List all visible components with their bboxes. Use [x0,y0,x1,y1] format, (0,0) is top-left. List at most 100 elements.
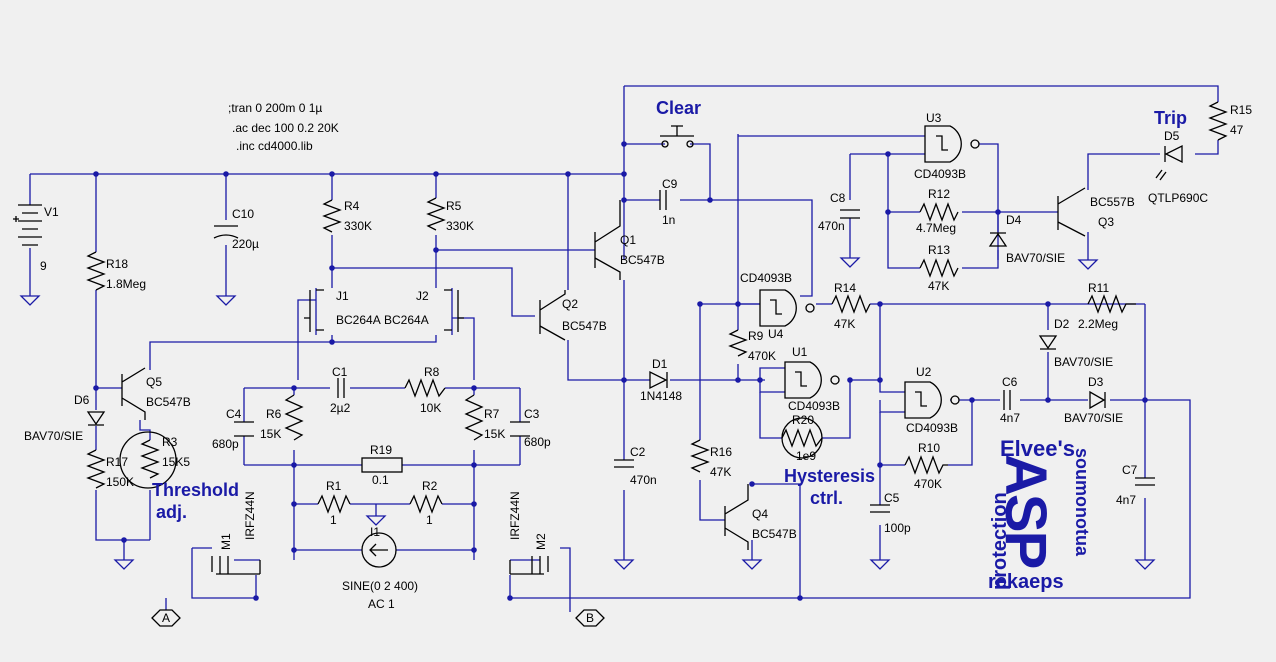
ref-r3: R3 [162,435,178,449]
val-d6: BAV70/SIE [24,429,83,443]
val-q1: BC547B [620,253,665,267]
ref-d1: D1 [652,357,668,371]
val-r11: 2.2Meg [1078,317,1118,331]
ref-c9: C9 [662,177,678,191]
val-c10: 220µ [232,237,259,251]
logo-left: protection [989,492,1011,590]
val-c3: 680p [524,435,551,449]
val-d2: BAV70/SIE [1054,355,1113,369]
val-c1: 2µ2 [330,401,351,415]
val-r18: 1.8Meg [106,277,146,291]
ref-m1: M1 [219,533,233,550]
val-r4: 330K [344,219,372,233]
directive-inc: .inc cd4000.lib [236,139,313,153]
val-r15: 47 [1230,123,1244,137]
ref-c10: C10 [232,207,254,221]
val-r20: 1e9 [796,449,816,463]
val-r9: 470K [748,349,776,363]
logo-asp-a: ASP [993,454,1058,568]
ref-j1: J1 [336,289,349,303]
logo: Elvee's ASP protection rekaeps soumonotu… [988,436,1092,593]
logo-bottom: rekaeps [988,571,1064,593]
ref-u2: U2 [916,365,932,379]
val-r17: 150K [106,475,134,489]
val-q4: BC547B [752,527,797,541]
val-r8: 10K [420,401,441,415]
ref-q2: Q2 [562,297,578,311]
val-r3: 15K5 [162,455,190,469]
ref-c2: C2 [630,445,646,459]
ref-r15: R15 [1230,103,1252,117]
ref-v1: V1 [44,205,59,219]
junctions [93,141,1148,601]
ref-r13: R13 [928,243,950,257]
ref-r12: R12 [928,187,950,201]
val-r2: 1 [426,513,433,527]
val-q3: BC557B [1090,195,1135,209]
val-r1: 1 [330,513,337,527]
val-d3: BAV70/SIE [1064,411,1123,425]
ref-j2: J2 [416,289,429,303]
val-m1: IRFZ44N [243,491,257,540]
val-c8: 470n [818,219,845,233]
ref-r9: R9 [748,329,764,343]
ref-d6: D6 [74,393,90,407]
ref-r11: R11 [1088,281,1109,295]
val-u2: CD4093B [906,421,958,435]
ref-c7: C7 [1122,463,1138,477]
val-q2: BC547B [562,319,607,333]
val-j2: BC264A [384,313,429,327]
logo-top: Elvee's [1000,436,1075,461]
ref-d3: D3 [1088,375,1104,389]
ref-c5: C5 [884,491,900,505]
val-c4: 680p [212,437,239,451]
directives: ;tran 0 200m 0 1µ .ac dec 100 0.2 20K .i… [228,101,339,153]
val-d4: BAV70/SIE [1006,251,1065,265]
val-q5: BC547B [146,395,191,409]
ref-r14: R14 [834,281,856,295]
threshold-adj-label: adj. [156,502,187,522]
val-v1: 9 [40,259,47,273]
ref-q1: Q1 [620,233,636,247]
val-c7: 4n7 [1116,493,1136,507]
flag-b: B [586,611,594,625]
ref-r2: R2 [422,479,438,493]
val-c9: 1n [662,213,675,227]
ref-d2: D2 [1054,317,1070,331]
val-i1: SINE(0 2 400) [342,579,418,593]
ref-r4: R4 [344,199,360,213]
ref-m2: M2 [534,533,548,550]
ref-c1: C1 [332,365,348,379]
val-m2: IRFZ44N [508,491,522,540]
ref-r20: R20 [792,413,814,427]
ref-d4: D4 [1006,213,1022,227]
ref-i1: I1 [370,525,380,539]
val-r13: 47K [928,279,949,293]
val-j1: BC264A [336,313,381,327]
ref-u3: U3 [926,111,942,125]
trip-label: Trip [1154,108,1187,128]
hysteresis-label: Hysteresis [784,466,875,486]
val-r6: 15K [260,427,281,441]
val-d5: QTLP690C [1148,191,1208,205]
ref-r10: R10 [918,441,940,455]
ref-c4: C4 [226,407,242,421]
directive-ac: .ac dec 100 0.2 20K [232,121,339,135]
val-u1: CD4093B [788,399,840,413]
directive-tran: ;tran 0 200m 0 1µ [228,101,322,115]
ref-q3: Q3 [1098,215,1114,229]
threshold-label: Threshold [152,480,239,500]
val-r7: 15K [484,427,505,441]
logo-right: soumonotua [1072,448,1092,557]
ref-r8: R8 [424,365,440,379]
val-c5: 100p [884,521,911,535]
component-labels: V1 9 C10 220µ R18 1.8Meg R4 330K R5 330K… [24,103,1252,625]
annotations: Clear Trip Threshold adj. Hysteresis ctr… [152,98,1187,522]
ref-c3: C3 [524,407,540,421]
ref-q5: Q5 [146,375,162,389]
flag-a: A [162,611,170,625]
val-d1: 1N4148 [640,389,682,403]
ref-q4: Q4 [752,507,768,521]
ref-r5: R5 [446,199,462,213]
